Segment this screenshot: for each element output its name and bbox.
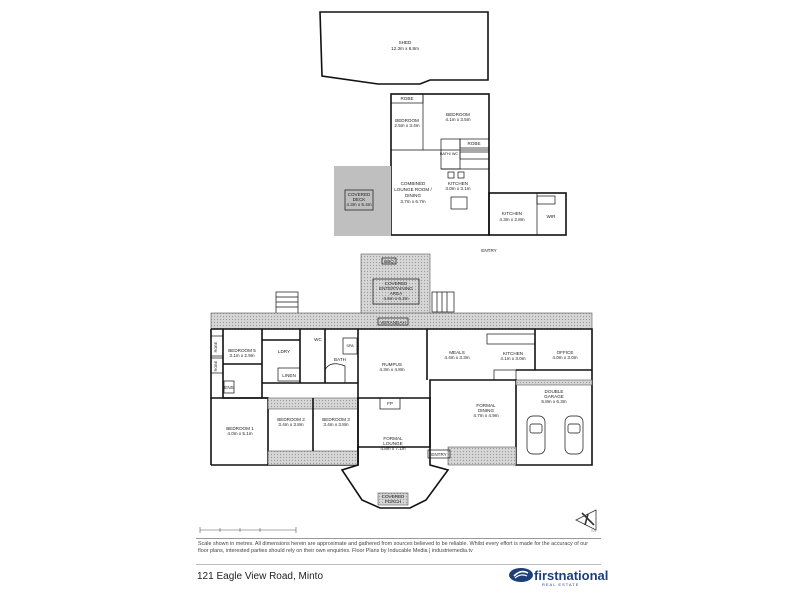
covered-entertaining-line1: COVERED: [385, 281, 408, 286]
brand-name: firstnational: [534, 567, 609, 583]
first-national-logo-icon: [509, 568, 533, 582]
formal-lounge-size: 4.8m x 7.1m: [380, 446, 405, 451]
shed-outline: [319, 11, 489, 85]
annex-outline: [488, 192, 567, 236]
entry-top-label: ENTRY: [481, 248, 497, 253]
stairs-right: [431, 291, 455, 313]
bbq-label: BBQ: [384, 259, 394, 264]
bedroom3-label: BEDROOM 3: [322, 417, 350, 422]
wir-label: WIR: [547, 214, 557, 219]
covered-deck-fill: [334, 166, 391, 236]
combined-lounge-line1: COMBINED: [401, 181, 426, 186]
ldry-label: LDRY: [278, 349, 290, 354]
combined-lounge-size: 3.7m x 6.7m: [400, 199, 425, 204]
kitchen-annex-label: KITCHEN: [502, 211, 522, 216]
bedroom-small-size: 2.5m x 3.4m: [394, 123, 419, 128]
double-garage-size: 5.8m x 6.3m: [541, 399, 566, 404]
bedroom5-size: 3.1m x 2.9m: [229, 353, 254, 358]
formal-dining-size: 4.7m x 4.9m: [473, 413, 498, 418]
covered-porch-line1: COVERED: [382, 494, 405, 499]
covered-deck-line1: COVERED: [348, 192, 371, 197]
entry-label: ENTRY: [431, 452, 447, 457]
brand-subtitle: REAL ESTATE: [542, 582, 580, 587]
robe-b5-label: ROBE: [214, 341, 218, 352]
kitchen-annex-size: 4.3m x 2.8m: [499, 217, 524, 222]
compass-icon: [575, 509, 597, 531]
formal-lounge-line2: LOUNGE: [383, 441, 402, 446]
plan-code: S4: [591, 528, 596, 533]
robe-top-label: ROBE: [400, 96, 413, 101]
formal-dining-line1: FORMAL: [476, 403, 496, 408]
flat-outline: [390, 93, 490, 236]
linen-label: LINEN: [282, 373, 296, 378]
covered-deck-size: 4.3m x 5.4m: [346, 202, 371, 207]
covered-porch-line2: PORCH: [385, 499, 402, 504]
footer-divider-bottom: [196, 564, 601, 565]
scale-bar: [199, 527, 297, 533]
bedroom2-label: BEDROOM 2: [277, 417, 305, 422]
kitchen-top-size: 3.0m x 3.1m: [445, 186, 470, 191]
spa-label: SPA: [346, 344, 354, 348]
covered-entertaining-hatch: [360, 253, 431, 321]
bath-top-label: BATH/ WC: [440, 152, 459, 156]
fp-label: FP: [387, 401, 393, 406]
covered-entertaining-size: 4.6m x 6.2m: [383, 296, 408, 301]
footer-divider-top: [196, 538, 601, 539]
car-icon: [526, 415, 546, 455]
combined-lounge-line3: DINING: [405, 193, 422, 198]
kitchen-size: 4.1m x 3.0m: [500, 356, 525, 361]
bedroom2-size: 3.4m x 3.8m: [278, 422, 303, 427]
covered-entertaining-line2: ENTERTAINING: [379, 286, 413, 291]
covered-entertaining-line3: AREA: [390, 291, 403, 296]
robe-top2-label: ROBE: [467, 141, 480, 146]
shed-size: 12.3m x 6.8m: [391, 46, 419, 51]
meals-size: 4.4m x 3.3m: [444, 355, 469, 360]
bath-label: BATH: [334, 357, 346, 362]
kitchen-label: KITCHEN: [503, 351, 523, 356]
bedroom1-size: 4.0m x 5.1m: [227, 431, 252, 436]
brand-logo: firstnational: [508, 567, 608, 583]
bedroom-small-label: BEDROOM: [395, 118, 419, 123]
robe-b5b-label: ROBE: [214, 360, 218, 371]
outbuilding: SHED 12.3m x 6.8m ROBE BEDROOM 2.5m x 3.…: [319, 11, 567, 253]
bedroom1-label: BEDROOM 1: [226, 426, 254, 431]
stairs-left: [275, 291, 299, 315]
car-icon: [564, 415, 584, 455]
office-size: 4.0m x 3.0m: [552, 355, 577, 360]
rumpus-size: 4.3m x 4.8m: [379, 367, 404, 372]
bedroom5-label: BEDROOM 5: [228, 348, 256, 353]
rumpus-label: RUMPUS: [382, 362, 402, 367]
meals-label: MEALS: [449, 350, 465, 355]
shed-label: SHED: [399, 40, 412, 45]
main-house: BBQ COVERED ENTERTAINING AREA 4.6m x 6.2…: [210, 253, 593, 509]
office-label: OFFICE: [557, 350, 574, 355]
property-address: 121 Eagle View Road, Minto: [197, 571, 324, 582]
bedroom-large-size: 4.1m x 3.5m: [445, 117, 470, 122]
formal-lounge-bay: [340, 397, 450, 509]
ens-label: ENS: [224, 385, 233, 390]
double-garage-line1: DOUBLE: [545, 389, 564, 394]
combined-lounge-line2: LOUNGE ROOM /: [394, 187, 432, 192]
kitchen-top-label: KITCHEN: [448, 181, 468, 186]
formal-lounge-line1: FORMAL: [383, 436, 403, 441]
covered-deck-line2: DECK: [353, 197, 367, 202]
double-garage-line2: GARAGE: [544, 394, 564, 399]
disclaimer-text: Scale shown in metres. All dimensions he…: [198, 541, 589, 554]
bedroom3-size: 3.4m x 3.8m: [323, 422, 348, 427]
bedroom-large-label: BEDROOM: [446, 112, 470, 117]
verandah-label: VERANDAH: [380, 320, 406, 325]
formal-dining-line2: DINING: [478, 408, 495, 413]
wc-label: WC: [314, 337, 322, 342]
